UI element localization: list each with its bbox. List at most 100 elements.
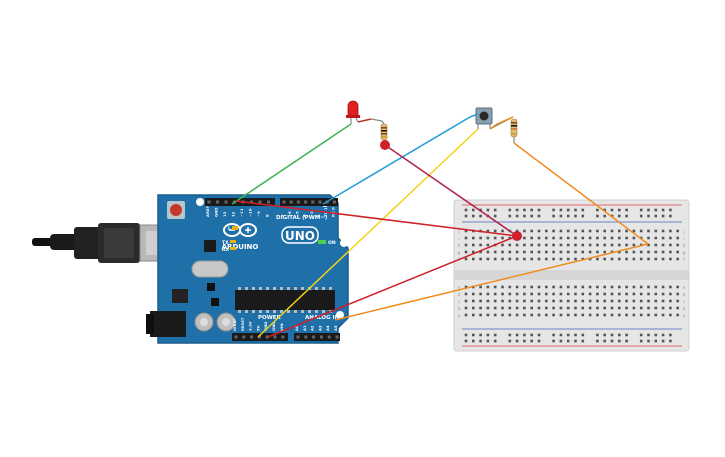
- rail-hole[interactable]: [639, 208, 643, 212]
- terminal-hole[interactable]: [566, 306, 570, 310]
- rail-hole[interactable]: [669, 339, 672, 343]
- terminal-hole[interactable]: [647, 229, 650, 233]
- terminal-hole[interactable]: [464, 313, 468, 317]
- header-pin[interactable]: [258, 200, 262, 204]
- rail-hole[interactable]: [639, 214, 643, 218]
- terminal-hole[interactable]: [596, 243, 599, 247]
- terminal-hole[interactable]: [574, 285, 577, 289]
- terminal-hole[interactable]: [647, 243, 650, 247]
- terminal-hole[interactable]: [501, 292, 504, 296]
- terminal-hole[interactable]: [639, 250, 643, 254]
- terminal-hole[interactable]: [559, 292, 563, 296]
- terminal-hole[interactable]: [523, 257, 526, 261]
- terminal-hole[interactable]: [676, 257, 679, 261]
- terminal-hole[interactable]: [508, 306, 512, 310]
- terminal-hole[interactable]: [639, 313, 643, 317]
- terminal-hole[interactable]: [632, 299, 636, 303]
- terminal-hole[interactable]: [610, 306, 614, 310]
- terminal-hole[interactable]: [603, 313, 606, 317]
- header-pin[interactable]: [257, 335, 261, 339]
- rail-hole[interactable]: [537, 208, 541, 212]
- rail-hole[interactable]: [479, 333, 482, 337]
- terminal-hole[interactable]: [537, 257, 541, 261]
- terminal-hole[interactable]: [669, 313, 672, 317]
- terminal-hole[interactable]: [501, 243, 504, 247]
- rail-hole[interactable]: [661, 333, 665, 337]
- terminal-hole[interactable]: [632, 250, 636, 254]
- terminal-hole[interactable]: [515, 313, 519, 317]
- terminal-hole[interactable]: [647, 306, 650, 310]
- rail-hole[interactable]: [493, 339, 497, 343]
- terminal-hole[interactable]: [515, 250, 519, 254]
- header-pin[interactable]: [234, 335, 238, 339]
- terminal-hole[interactable]: [559, 285, 563, 289]
- terminal-hole[interactable]: [493, 313, 497, 317]
- header-pin[interactable]: [265, 335, 269, 339]
- terminal-hole[interactable]: [610, 257, 614, 261]
- terminal-hole[interactable]: [515, 285, 519, 289]
- header-pin[interactable]: [281, 335, 285, 339]
- terminal-hole[interactable]: [625, 236, 628, 240]
- rail-hole[interactable]: [574, 339, 577, 343]
- terminal-hole[interactable]: [581, 299, 585, 303]
- terminal-hole[interactable]: [464, 243, 468, 247]
- terminal-hole[interactable]: [464, 292, 468, 296]
- terminal-hole[interactable]: [545, 299, 548, 303]
- terminal-hole[interactable]: [618, 306, 621, 310]
- terminal-hole[interactable]: [588, 299, 592, 303]
- rail-hole[interactable]: [581, 339, 585, 343]
- terminal-hole[interactable]: [545, 257, 548, 261]
- terminal-hole[interactable]: [654, 236, 658, 240]
- terminal-hole[interactable]: [654, 250, 658, 254]
- rail-hole[interactable]: [639, 333, 643, 337]
- rail-hole[interactable]: [625, 333, 628, 337]
- header-pin[interactable]: [250, 200, 253, 204]
- terminal-hole[interactable]: [559, 236, 563, 240]
- terminal-hole[interactable]: [545, 306, 548, 310]
- rail-hole[interactable]: [618, 339, 621, 343]
- terminal-hole[interactable]: [581, 229, 585, 233]
- terminal-hole[interactable]: [669, 299, 672, 303]
- rail-hole[interactable]: [603, 208, 606, 212]
- terminal-hole[interactable]: [537, 236, 541, 240]
- wire-orange-button[interactable]: [489, 116, 514, 130]
- rail-hole[interactable]: [596, 339, 599, 343]
- terminal-hole[interactable]: [581, 306, 585, 310]
- rail-hole[interactable]: [508, 208, 512, 212]
- terminal-hole[interactable]: [588, 229, 592, 233]
- terminal-hole[interactable]: [515, 299, 519, 303]
- terminal-hole[interactable]: [596, 299, 599, 303]
- terminal-hole[interactable]: [610, 243, 614, 247]
- terminal-hole[interactable]: [479, 306, 482, 310]
- terminal-hole[interactable]: [654, 285, 658, 289]
- rail-hole[interactable]: [486, 333, 490, 337]
- terminal-hole[interactable]: [486, 306, 490, 310]
- terminal-hole[interactable]: [566, 299, 570, 303]
- terminal-hole[interactable]: [559, 243, 563, 247]
- terminal-hole[interactable]: [479, 313, 482, 317]
- terminal-hole[interactable]: [618, 257, 621, 261]
- terminal-hole[interactable]: [610, 313, 614, 317]
- rail-hole[interactable]: [603, 214, 606, 218]
- terminal-hole[interactable]: [501, 236, 504, 240]
- rail-hole[interactable]: [647, 208, 650, 212]
- terminal-hole[interactable]: [472, 299, 475, 303]
- header-pin[interactable]: [332, 200, 336, 204]
- terminal-hole[interactable]: [574, 257, 577, 261]
- terminal-hole[interactable]: [603, 250, 606, 254]
- wires[interactable]: [231, 113, 649, 338]
- terminal-hole[interactable]: [523, 306, 526, 310]
- terminal-hole[interactable]: [632, 292, 636, 296]
- rail-hole[interactable]: [515, 333, 519, 337]
- terminal-hole[interactable]: [545, 292, 548, 296]
- terminal-hole[interactable]: [669, 306, 672, 310]
- terminal-hole[interactable]: [530, 313, 533, 317]
- terminal-hole[interactable]: [574, 313, 577, 317]
- terminal-hole[interactable]: [552, 257, 555, 261]
- header-pin[interactable]: [224, 200, 228, 204]
- terminal-hole[interactable]: [508, 250, 512, 254]
- rail-hole[interactable]: [654, 333, 658, 337]
- terminal-hole[interactable]: [676, 236, 679, 240]
- terminal-hole[interactable]: [588, 285, 592, 289]
- rail-hole[interactable]: [669, 333, 672, 337]
